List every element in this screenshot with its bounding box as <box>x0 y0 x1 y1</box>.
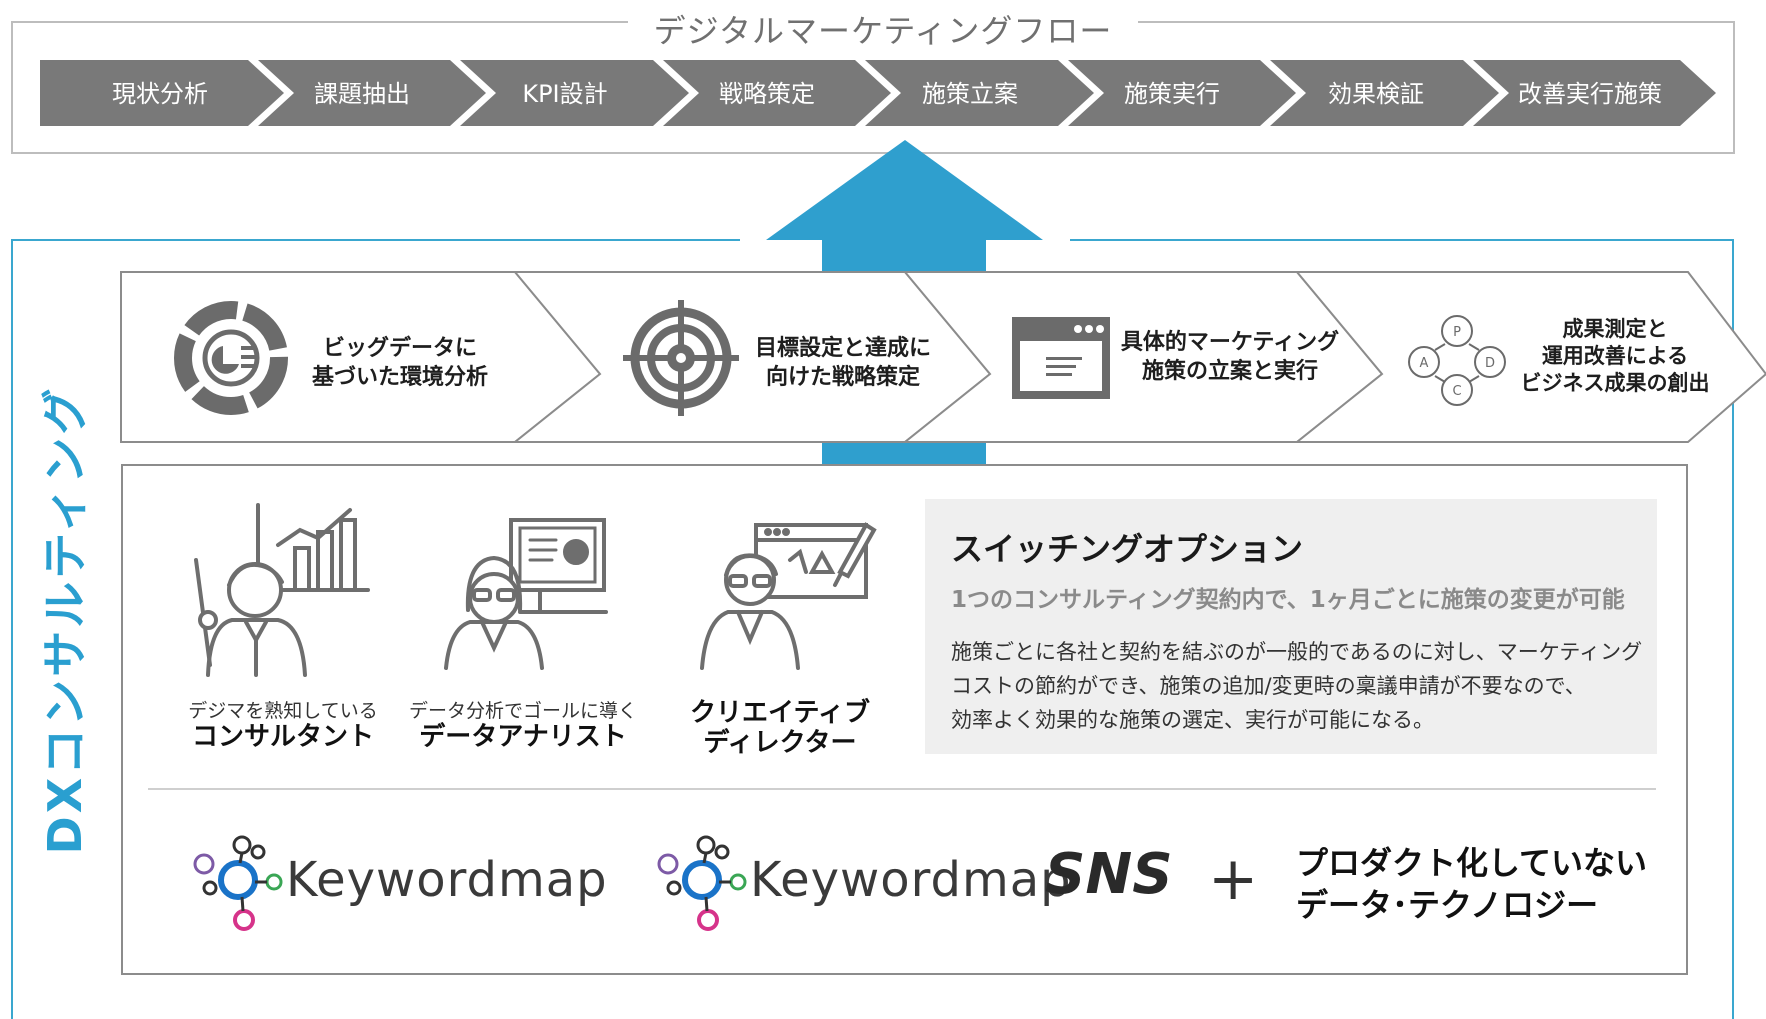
tech-text-line-1: プロダクト化していない <box>1296 844 1648 882</box>
switching-body-line-2: コストの節約ができ、施策の追加/変更時の稟議申請が不要なので、 <box>951 674 1586 698</box>
flow-step-3 <box>460 60 689 126</box>
flow-title: デジタルマーケティングフロー <box>0 6 1766 52</box>
role-2-main: データアナリスト <box>419 722 627 752</box>
creative-director-illustration <box>700 522 877 670</box>
process-text-3: 具体的マーケティング 施策の立案と実行 <box>1120 328 1340 386</box>
pie-chart-icon <box>174 301 288 415</box>
process-1-line-2: 基づいた環境分析 <box>311 365 488 390</box>
process-4-line-2: 運用改善による <box>1541 344 1689 368</box>
switching-option-subtitle: 1つのコンサルティング契約内で、1ヶ月ごとに施策の変更が可能 <box>951 587 1625 613</box>
flow-step-label-3: KPI設計 <box>522 80 607 108</box>
role-1-sub: デジマを熟知している <box>188 700 378 722</box>
flow-steps: 現状分析 課題抽出 KPI設計 戦略策定 施策立案 施策実行 効果検証 改善実行… <box>40 60 1716 126</box>
keywordmap-sns-logo-text: Keywordmap <box>750 852 1072 908</box>
process-text-2: 目標設定と達成に 向けた戦略策定 <box>748 334 938 392</box>
switching-option-panel <box>925 499 1657 754</box>
role-3-main: クリエイティブ ディレクター <box>660 698 900 758</box>
flow-step-label-5: 施策立案 <box>922 80 1018 108</box>
process-3-line-1: 具体的マーケティング <box>1120 330 1340 355</box>
consultant-illustration <box>194 503 370 677</box>
sns-logo-text: SNS <box>1045 842 1173 907</box>
flow-step-6 <box>1068 60 1296 126</box>
keywordmap-logo-mark <box>193 835 283 931</box>
flow-step-label-2: 課題抽出 <box>314 80 410 108</box>
switching-option-title: スイッチングオプション <box>951 530 1304 568</box>
flow-step-8 <box>1473 60 1716 126</box>
switching-body-line-3: 効率よく効果的な施策の選定、実行が可能になる。 <box>951 708 1434 732</box>
browser-window-icon <box>1012 317 1110 399</box>
process-text-1: ビッグデータに 基づいた環境分析 <box>300 334 500 392</box>
flow-step-label-4: 戦略策定 <box>719 80 815 108</box>
target-icon <box>623 300 739 416</box>
process-graphics: P A D C <box>120 140 1766 467</box>
tech-text-line-2: データ･テクノロジー <box>1296 886 1599 924</box>
process-4-line-3: ビジネス成果の創出 <box>1520 371 1710 395</box>
flow-step-label-1: 現状分析 <box>112 80 208 108</box>
pdca-d: D <box>1485 356 1495 371</box>
pdca-p: P <box>1453 325 1461 340</box>
role-2-sub: データ分析でゴールに導く <box>408 700 637 722</box>
keywordmap-sns-logo-mark <box>657 835 747 931</box>
process-3-line-2: 施策の立案と実行 <box>1141 359 1318 384</box>
flow-step-label-8: 改善実行施策 <box>1518 80 1662 108</box>
plus-sign: + <box>1208 844 1259 914</box>
process-4-line-1: 成果測定と <box>1562 317 1668 341</box>
process-1-line-1: ビッグデータに <box>322 336 477 361</box>
divider <box>148 788 1656 790</box>
role-1-main: コンサルタント <box>191 722 374 752</box>
flow-step-2 <box>258 60 486 126</box>
pdca-c: C <box>1452 384 1461 399</box>
flow-step-1 <box>40 60 284 126</box>
flow-step-label-6: 施策実行 <box>1124 80 1220 108</box>
flow-step-5 <box>865 60 1094 126</box>
process-step-4 <box>1294 271 1766 443</box>
pdca-cycle-icon: P A D C <box>1408 315 1506 406</box>
flow-step-7 <box>1270 60 1499 126</box>
role-3-main-line-1: クリエイティブ <box>690 698 870 728</box>
process-2-line-2: 向けた戦略策定 <box>765 365 920 390</box>
data-analyst-illustration <box>444 518 608 670</box>
logo-marks <box>193 835 747 931</box>
process-2-line-1: 目標設定と達成に <box>754 336 931 361</box>
flow-step-4 <box>663 60 891 126</box>
switching-body-line-1: 施策ごとに各社と契約を結ぶのが一般的であるのに対し、マーケティング <box>951 640 1643 664</box>
role-illustrations <box>194 503 877 677</box>
flow-step-label-7: 効果検証 <box>1328 80 1424 108</box>
pdca-a: A <box>1420 356 1429 371</box>
role-3-main-line-2: ディレクター <box>703 728 857 758</box>
keywordmap-logo-text: Keywordmap <box>286 852 608 908</box>
process-text-4: 成果測定と 運用改善による ビジネス成果の創出 <box>1500 316 1730 397</box>
